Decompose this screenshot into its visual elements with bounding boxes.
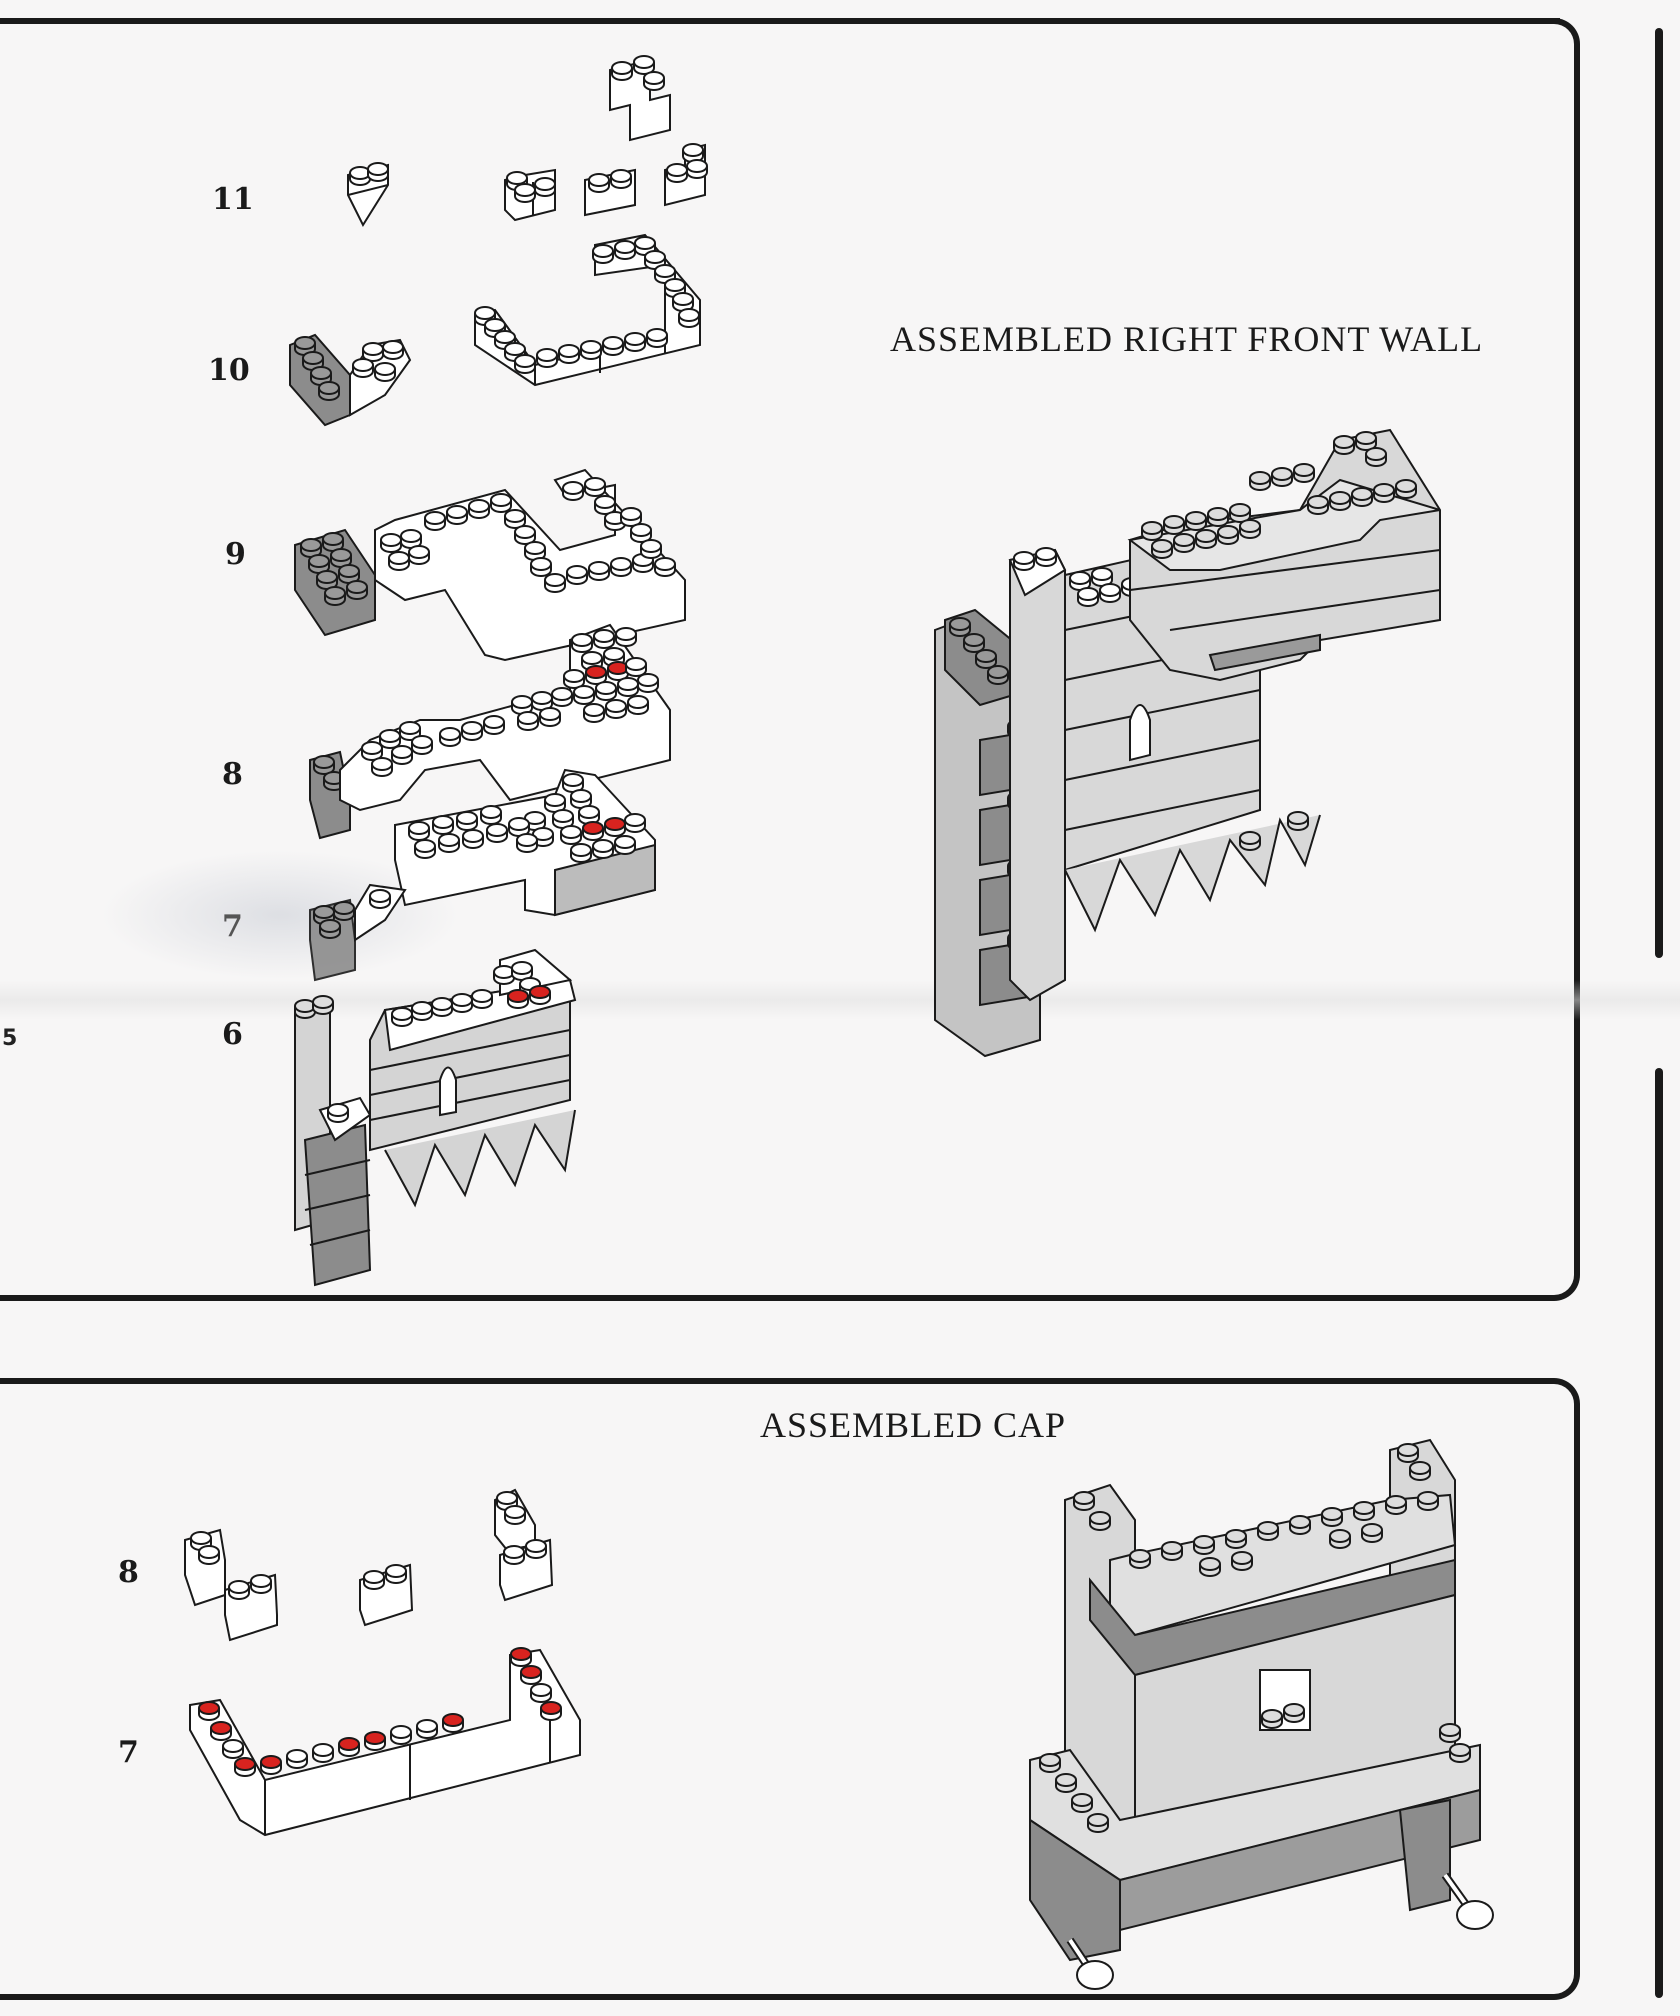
step-number-11: 11 <box>212 182 254 217</box>
step-number-9: 9 <box>225 537 246 572</box>
step-number-7: 7 <box>222 909 243 944</box>
assembled-right-front-wall-illustration <box>934 428 1441 1058</box>
step-number-10: 10 <box>208 353 250 388</box>
step-10-bricks <box>289 233 701 427</box>
next-page-edge-top <box>1655 28 1663 958</box>
cap-step-8-bricks <box>184 1488 554 1642</box>
title-cap: ASSEMBLED CAP <box>760 1405 1067 1445</box>
step-7-bricks <box>309 883 407 982</box>
step-6-wall-assembly <box>294 948 577 1287</box>
next-page-edge-bottom <box>1655 1068 1663 1998</box>
title-right-front-wall: ASSEMBLED RIGHT FRONT WALL <box>890 319 1484 359</box>
right-front-wall-panel <box>0 18 1580 1301</box>
step-11-bricks <box>347 55 708 228</box>
step-number-6: 6 <box>222 1017 243 1052</box>
step-number-8: 8 <box>222 757 243 792</box>
assembled-cap-illustration <box>1029 1438 1494 1990</box>
margin-fragment: 5 <box>2 1026 18 1051</box>
step-9-bricks <box>294 468 686 662</box>
cap-step-number-7: 7 <box>118 1735 139 1770</box>
step-8-bricks <box>309 623 671 917</box>
cap-step-7-bricks <box>189 1647 581 1837</box>
cap-step-number-8: 8 <box>118 1555 139 1590</box>
cap-panel <box>0 1378 1580 2000</box>
paper-fold-crease <box>0 980 1680 1020</box>
